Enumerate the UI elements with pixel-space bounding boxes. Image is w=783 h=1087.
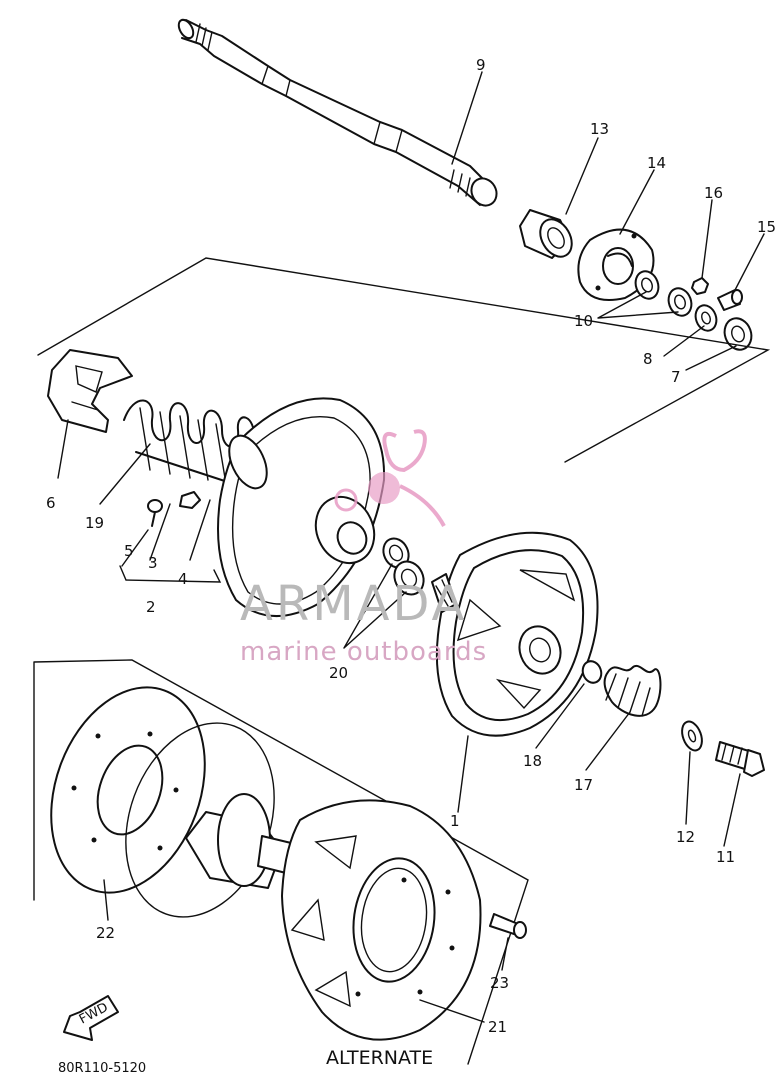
label-part-9: 9 — [476, 56, 486, 74]
screw-part-23 — [489, 913, 527, 939]
label-part-23: 23 — [490, 974, 509, 992]
label-part-19: 19 — [85, 514, 104, 532]
assembly-outline-upper — [37, 257, 771, 463]
watermark-tagline: marine outboards — [240, 637, 487, 667]
label-part-22: 22 — [96, 924, 115, 942]
label-part-6: 6 — [46, 494, 56, 512]
label-part-11: 11 — [716, 848, 735, 866]
spider-sheave-part-1 — [431, 531, 599, 737]
washer-part-10b — [667, 287, 693, 317]
label-part-5: 5 — [124, 542, 134, 560]
bushing-part-18 — [581, 660, 603, 684]
label-part-21: 21 — [488, 1018, 507, 1036]
label-part-8: 8 — [643, 350, 653, 368]
seal-part-20a — [382, 537, 410, 569]
washer-part-12 — [681, 720, 703, 752]
washer-part-10a — [634, 270, 660, 300]
bearing-part-13 — [519, 209, 573, 259]
label-part-4: 4 — [178, 570, 188, 588]
shaft-part-9 — [177, 18, 498, 207]
pin-part-5 — [147, 499, 163, 527]
watermark-brand: ARMADA — [240, 576, 467, 632]
assembly-outline-alternate — [33, 659, 529, 1065]
label-part-7: 7 — [671, 368, 681, 386]
bolt-part-15 — [717, 289, 743, 311]
leader-lines — [57, 71, 765, 1023]
fwd-arrow-icon: FWD — [63, 995, 119, 1041]
label-part-2: 2 — [146, 598, 156, 616]
label-part-10: 10 — [574, 312, 593, 330]
label-part-3: 3 — [148, 554, 158, 572]
bolt-part-11 — [715, 741, 765, 777]
alternate-caption: ALTERNATE — [326, 1047, 433, 1069]
nut-part-16 — [691, 277, 709, 295]
brake-disc-part-22 — [50, 686, 275, 918]
movable-sheave-assembly — [217, 397, 386, 617]
spring-part-19 — [123, 399, 256, 487]
block-part-3 — [179, 491, 201, 509]
sheave-disc-part-21 — [281, 799, 482, 1041]
label-part-12: 12 — [676, 828, 695, 846]
spring-part-17 — [603, 665, 662, 717]
drawing-code: 80R110-5120 — [58, 1061, 146, 1076]
bracket-part-2 — [119, 499, 222, 583]
washer-part-7 — [723, 317, 753, 351]
label-part-18: 18 — [523, 752, 542, 770]
label-part-16: 16 — [704, 184, 723, 202]
label-part-17: 17 — [574, 776, 593, 794]
label-part-20: 20 — [329, 664, 348, 682]
label-part-13: 13 — [590, 120, 609, 138]
label-part-15: 15 — [757, 218, 776, 236]
lock-washer-part-8 — [694, 304, 718, 332]
seal-part-20b — [393, 560, 425, 596]
armada-logo-icon — [334, 429, 446, 527]
cam-part-6 — [47, 349, 133, 433]
label-part-14: 14 — [647, 154, 666, 172]
label-part-1: 1 — [450, 812, 460, 830]
